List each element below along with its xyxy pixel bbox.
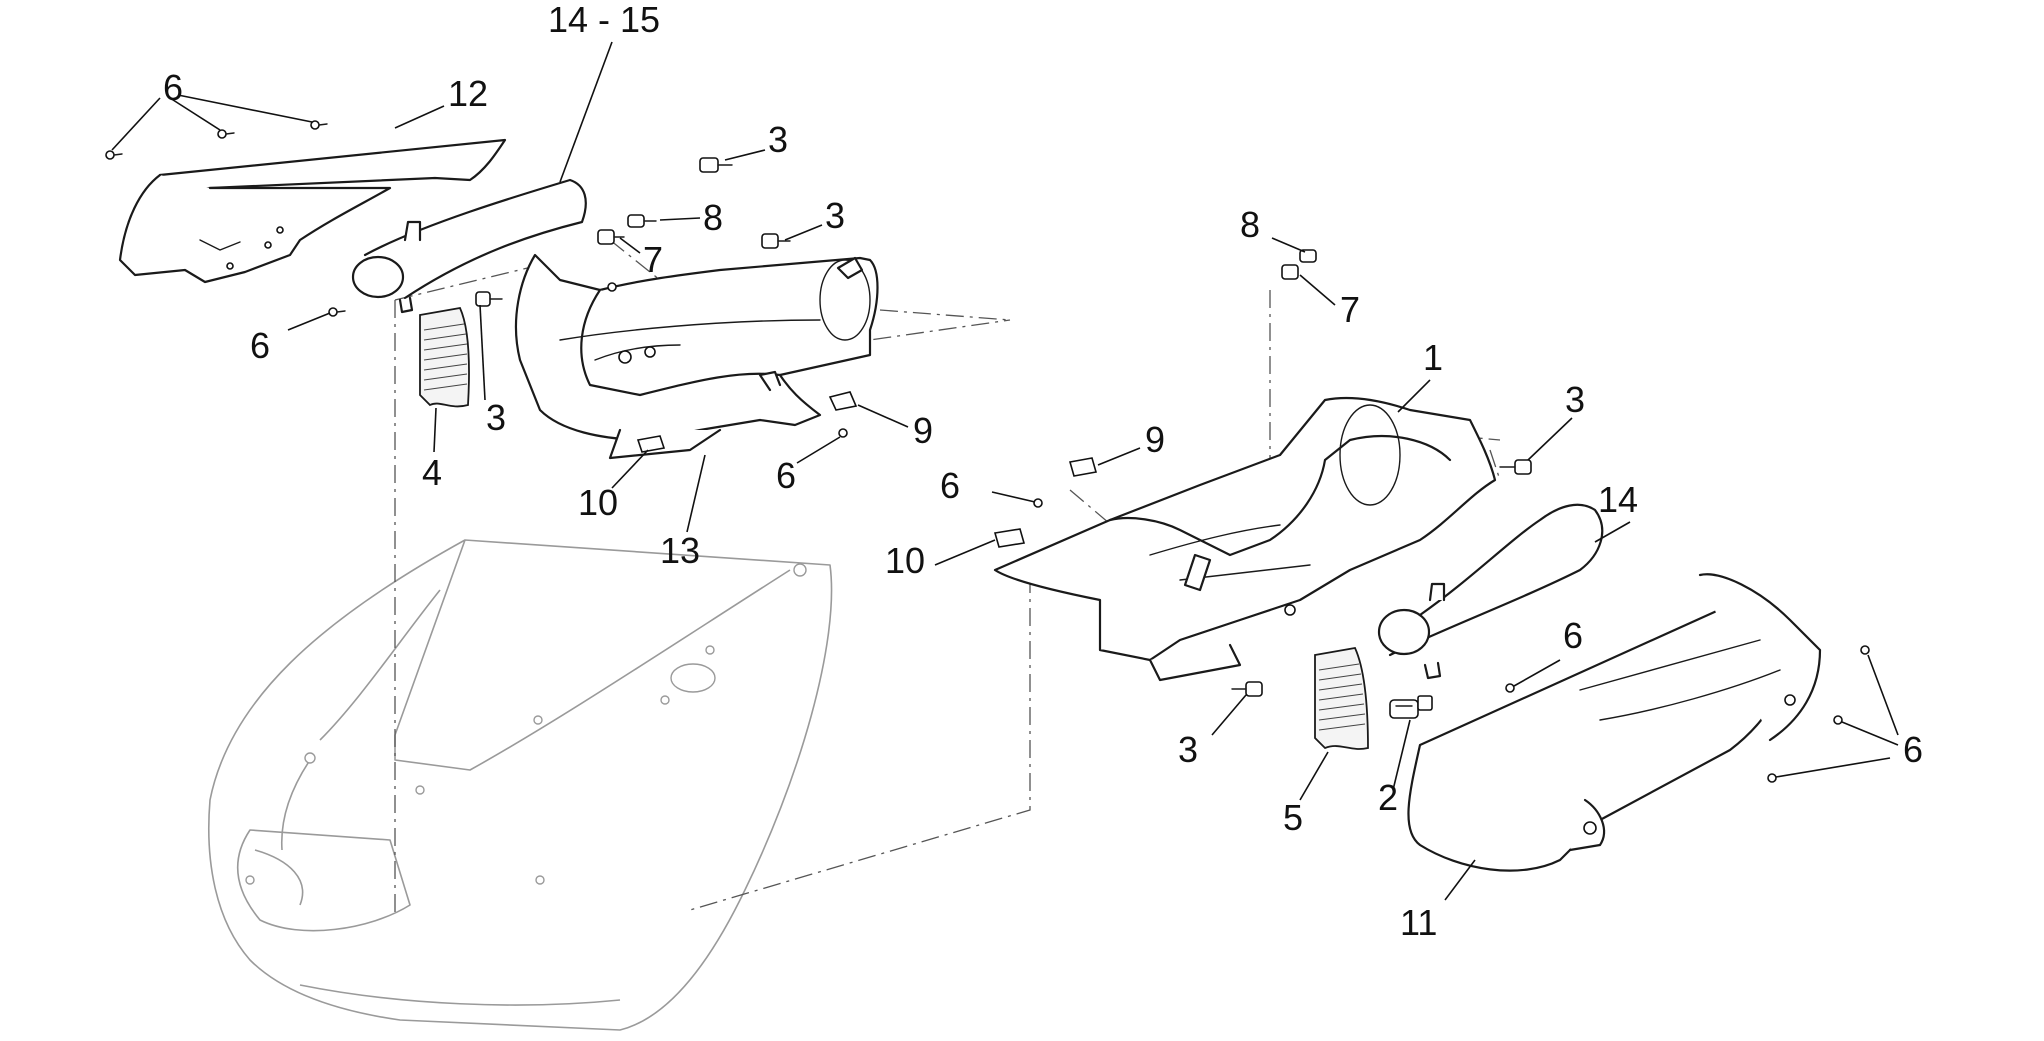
part-14-duct-tube — [1377, 503, 1604, 680]
screw-8-right — [1299, 249, 1317, 263]
fasteners — [105, 120, 1870, 783]
callout-13: 13 — [660, 530, 700, 571]
screw-6-far-3 — [1767, 773, 1777, 783]
screw-6-far-2 — [1833, 715, 1843, 725]
screw-3-upper — [761, 233, 791, 249]
callout-4: 4 — [422, 452, 442, 493]
callout-3-ml: 3 — [486, 397, 506, 438]
washer-7-left — [597, 229, 625, 245]
callout-6-ml: 6 — [250, 325, 270, 366]
screw-3-rb — [1231, 681, 1263, 697]
callout-5: 5 — [1283, 797, 1303, 838]
screw-6-rmid — [1505, 683, 1515, 693]
callout-2: 2 — [1378, 777, 1398, 818]
callout-1: 1 — [1423, 337, 1443, 378]
part-1-duct-housing — [993, 396, 1497, 682]
part-2-connector — [1389, 695, 1433, 719]
screw-3-top — [699, 157, 733, 173]
part-4-left-grille — [419, 306, 470, 408]
clip-10-left — [636, 435, 666, 453]
clip-10-right — [993, 528, 1026, 548]
screw-6-far-1 — [1860, 645, 1870, 655]
clip-9-left — [828, 391, 858, 411]
screw-8-left — [627, 214, 657, 228]
part-13-duct-housing — [514, 253, 879, 460]
callout-14: 14 — [1598, 479, 1638, 520]
callout-6-r: 6 — [940, 465, 960, 506]
leader-lines — [111, 41, 1899, 901]
callout-8-r: 8 — [1240, 204, 1260, 245]
screw-6-mid — [838, 428, 848, 438]
screw-6-tl-1 — [105, 150, 123, 160]
callout-6-far: 6 — [1903, 729, 1923, 770]
callout-9-l: 9 — [913, 410, 933, 451]
screw-6-ml — [328, 307, 346, 317]
callout-3-upper: 3 — [825, 195, 845, 236]
callout-6-rmid: 6 — [1563, 615, 1583, 656]
front-fairing-outline — [208, 539, 833, 1031]
screw-6-tl-3 — [310, 120, 328, 130]
washer-7-right — [1281, 264, 1299, 280]
callout-10-l: 10 — [578, 482, 618, 523]
screw-3-rt — [1499, 459, 1532, 475]
callout-7-r: 7 — [1340, 289, 1360, 330]
callout-12: 12 — [448, 73, 488, 114]
screw-6-tl-2 — [217, 129, 235, 139]
callout-14-15: 14 - 15 — [548, 0, 660, 40]
part-5-right-grille — [1314, 646, 1369, 750]
callout-10-r: 10 — [885, 540, 925, 581]
part-11-side-panel — [1407, 573, 1822, 872]
callout-3-top: 3 — [768, 119, 788, 160]
callout-7-l: 7 — [643, 239, 663, 280]
callout-9-r: 9 — [1145, 419, 1165, 460]
part-12-side-panel — [118, 138, 507, 284]
callout-labels: 14 - 15 12 6 3 8 3 7 6 3 4 9 6 10 13 8 7… — [163, 0, 1923, 943]
clip-9-right — [1068, 457, 1098, 477]
callout-11: 11 — [1400, 902, 1437, 943]
callout-3-rb: 3 — [1178, 729, 1198, 770]
callout-6-mid: 6 — [776, 455, 796, 496]
callout-8-l: 8 — [703, 197, 723, 238]
screw-3-ml — [475, 291, 503, 307]
callout-3-rt: 3 — [1565, 379, 1585, 420]
callout-6-tl: 6 — [163, 67, 183, 108]
screw-6-right — [1033, 498, 1043, 508]
part-14-15-duct-tube — [351, 178, 587, 314]
